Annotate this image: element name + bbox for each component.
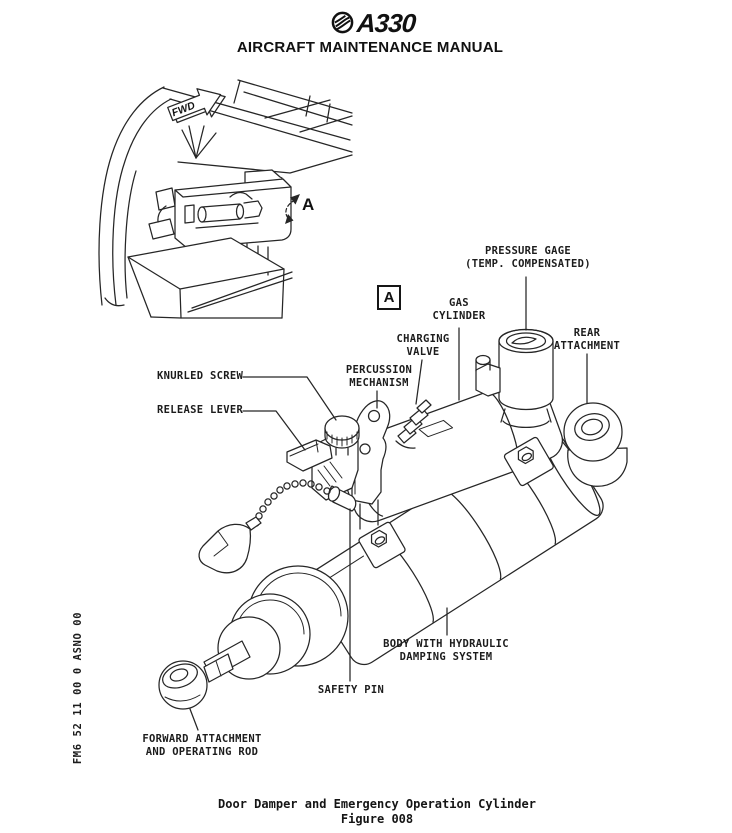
- label-gas-cylinder: GAS CYLINDER: [432, 297, 486, 322]
- detail-view-marker: A: [377, 285, 401, 310]
- safety-pin-art: [198, 479, 357, 574]
- cylinder-assembly: [158, 328, 628, 710]
- figure-caption-title: Door Damper and Emergency Operation Cyli…: [218, 797, 536, 811]
- release-lever-art: [286, 439, 333, 472]
- label-percussion-mechanism: PERCUSSION MECHANISM: [345, 364, 413, 389]
- operating-rod-art: [158, 640, 251, 710]
- rear-attachment-art: [563, 402, 628, 487]
- detail-a-pointer: A: [285, 194, 314, 224]
- piston-housing-art: [217, 565, 349, 680]
- label-release-lever: RELEASE LEVER: [157, 404, 244, 416]
- label-forward-attachment: FORWARD ATTACHMENT AND OPERATING ROD: [142, 733, 262, 758]
- label-knurled-screw: KNURLED SCREW: [157, 370, 244, 382]
- label-pressure-gage: PRESSURE GAGE (TEMP. COMPENSATED): [465, 245, 591, 270]
- airbus-logo-icon: [331, 11, 354, 34]
- charging-valve-art: [395, 399, 432, 449]
- manual-title: AIRCRAFT MAINTENANCE MANUAL: [236, 39, 504, 56]
- figure-caption-number: Figure 008: [340, 812, 414, 826]
- page-reference-code: FM6 52 11 00 0 ASNO 00: [72, 611, 84, 765]
- knurled-screw-art: [324, 415, 360, 456]
- fwd-direction-arrow: FWD: [167, 88, 226, 124]
- pressure-gage-art: [475, 328, 554, 429]
- header: A330: [0, 8, 732, 38]
- label-safety-pin: SAFETY PIN: [317, 684, 385, 696]
- detail-letter: A: [302, 195, 314, 214]
- leader-lines: [189, 276, 588, 731]
- label-rear-attachment: REAR ATTACHMENT: [553, 327, 621, 352]
- label-charging-valve: CHARGING VALVE: [396, 333, 450, 358]
- label-body: BODY WITH HYDRAULIC DAMPING SYSTEM: [383, 638, 509, 663]
